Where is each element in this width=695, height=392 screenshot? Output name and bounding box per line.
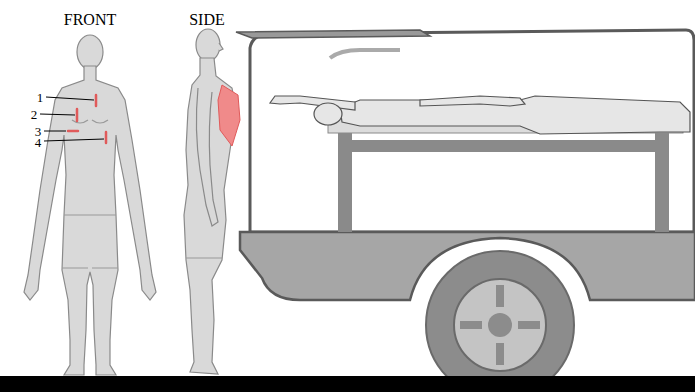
callout-number: 1: [37, 91, 44, 104]
leader-line: [40, 97, 104, 141]
callout-number: 2: [31, 108, 38, 121]
vehicle: [236, 30, 695, 392]
front-figure: [24, 35, 156, 375]
side-figure: [184, 29, 236, 374]
wound-area: [218, 85, 240, 146]
callout-number: 4: [35, 136, 42, 149]
bottom-bar: [0, 376, 695, 392]
wound-mark: [68, 95, 106, 143]
view-title: SIDE: [189, 12, 225, 28]
view-title: FRONT: [64, 12, 116, 28]
